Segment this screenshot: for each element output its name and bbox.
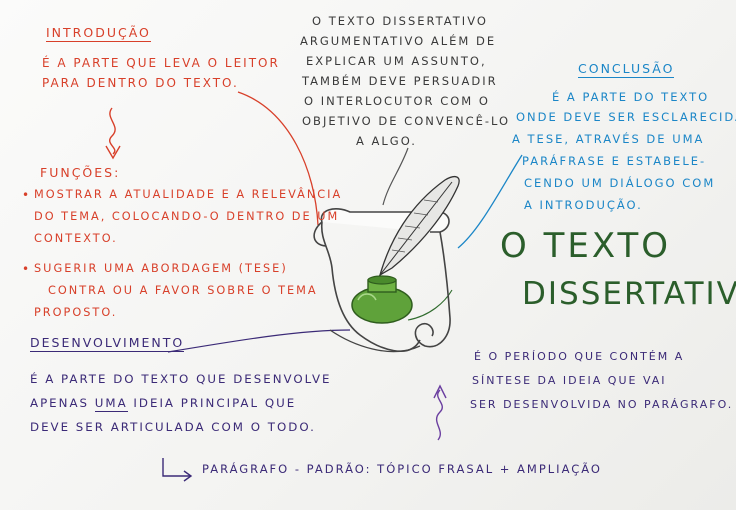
paragrafo-line-2: SÍNTESE DA IDEIA QUE VAI xyxy=(472,374,667,387)
introducao-heading-text: INTRODUÇÃO xyxy=(46,25,151,42)
funcoes-line-3: CONTEXTO. xyxy=(34,232,118,245)
conclusao-line-3: A TESE, ATRAVÉS DE UMA xyxy=(512,132,705,146)
paragrafo-padrao-text: PARÁGRAFO - PADRÃO: TÓPICO FRASAL + AMPL… xyxy=(202,462,602,476)
main-title-line-2: DISSERTATIVO xyxy=(522,276,736,312)
desenvolvimento-line-2: APENAS UMA IDEIA PRINCIPAL QUE xyxy=(30,396,297,412)
main-title-line-1: O TEXTO xyxy=(500,226,672,266)
conclusao-heading-text: CONCLUSÃO xyxy=(578,61,675,78)
center-connector xyxy=(382,147,409,206)
conclusao-heading: CONCLUSÃO xyxy=(578,61,675,78)
center-text-line-6: OBJETIVO DE CONVENCÊ-LO xyxy=(302,114,511,128)
conclusao-line-4: PARÁFRASE E ESTABELE- xyxy=(522,154,707,168)
funcoes-line-4: SUGERIR UMA ABORDAGEM (TESE) xyxy=(34,262,288,275)
desenvolvimento-line-2-a: APENAS xyxy=(30,396,90,410)
center-text-line-3: EXPLICAR UM ASSUNTO, xyxy=(306,54,487,68)
funcoes-bullet-1: • xyxy=(22,188,32,202)
desenvolvimento-line-1: É A PARTE DO TEXTO QUE DESENVOLVE xyxy=(30,372,332,386)
desenvolvimento-line-2-c: IDEIA PRINCIPAL QUE xyxy=(133,396,297,410)
center-text-line-7: A ALGO. xyxy=(356,134,417,148)
paragrafo-line-1: É O PERÍODO QUE CONTÉM A xyxy=(474,350,685,363)
funcoes-line-5: CONTRA OU A FAVOR SOBRE O TEMA xyxy=(48,284,318,297)
funcoes-line-1: MOSTRAR A ATUALIDADE E A RELEVÂNCIA xyxy=(34,188,343,201)
desenvolvimento-heading: DESENVOLVIMENTO xyxy=(30,335,185,352)
conclusao-line-1: É A PARTE DO TEXTO xyxy=(552,90,710,104)
inkwell-icon xyxy=(351,275,413,324)
paragrafo-line-3: SER DESENVOLVIDA NO PARÁGRAFO. xyxy=(470,398,734,411)
funcoes-bullet-2: • xyxy=(22,262,32,276)
conclusao-line-2: ONDE DEVE SER ESCLARECIDA xyxy=(516,110,736,124)
center-text-line-2: ARGUMENTATIVO ALÉM DE xyxy=(300,34,497,48)
desenvolvimento-line-2-emphasis: UMA xyxy=(94,396,128,412)
center-text-line-1: O TEXTO DISSERTATIVO xyxy=(312,14,488,28)
center-text-line-4: TAMBÉM DEVE PERSUADIR xyxy=(302,74,498,88)
desenvolvimento-heading-text: DESENVOLVIMENTO xyxy=(30,335,185,352)
conclusao-line-6: A INTRODUÇÃO. xyxy=(524,198,643,212)
conclusao-connector xyxy=(457,154,523,249)
center-text-line-5: O INTERLOCUTOR COM O xyxy=(304,94,490,108)
desenvolvimento-line-3: DEVE SER ARTICULADA COM O TODO. xyxy=(30,420,316,434)
funcoes-line-6: PROPOSTO. xyxy=(34,306,118,319)
introducao-line-2: PARA DENTRO DO TEXTO. xyxy=(42,76,239,90)
conclusao-line-5: CENDO UM DIÁLOGO COM xyxy=(524,176,716,190)
introducao-heading: INTRODUÇÃO xyxy=(46,25,151,42)
padrao-arrow xyxy=(162,458,190,477)
desenvolvimento-connector xyxy=(167,329,351,353)
introducao-arrow xyxy=(109,107,116,155)
introducao-connector xyxy=(237,91,319,226)
funcoes-heading: FUNÇÕES: xyxy=(40,165,121,180)
introducao-line-1: É A PARTE QUE LEVA O LEITOR xyxy=(42,56,280,70)
funcoes-line-2: DO TEMA, COLOCANDO-O DENTRO DE UM xyxy=(34,210,340,223)
paragrafo-arrow xyxy=(435,389,443,441)
